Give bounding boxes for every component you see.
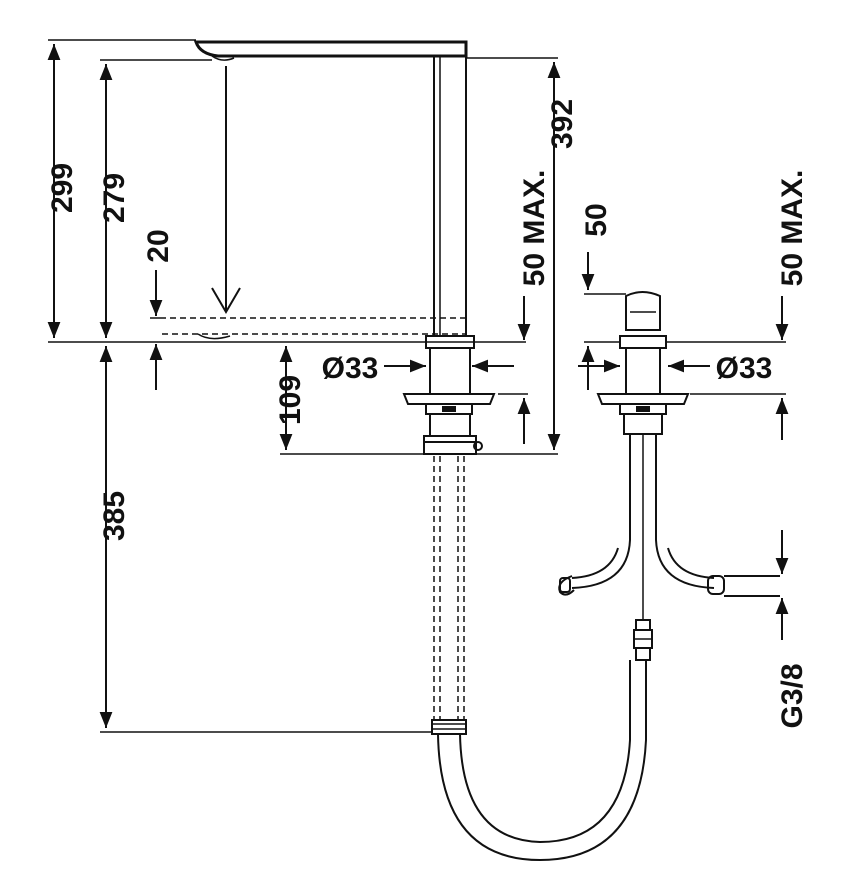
dim-diameter-33-right: Ø33: [716, 352, 773, 385]
dim-thread-g3-8: G3/8: [776, 663, 809, 728]
dim-392: 392: [546, 99, 579, 149]
dim-299: 299: [46, 163, 79, 213]
dimension-lines: [47, 39, 789, 733]
dim-diameter-33-left: Ø33: [322, 352, 379, 385]
dim-279: 279: [98, 173, 131, 223]
dim-109: 109: [274, 375, 307, 425]
dim-50-max-left: 50 MAX.: [518, 170, 551, 287]
dim-20: 20: [142, 229, 175, 262]
dim-50-max-right: 50 MAX.: [776, 170, 809, 287]
dim-385: 385: [98, 491, 131, 541]
front-view-faucet: [558, 291, 780, 661]
side-view-faucet: [160, 40, 647, 862]
dim-50: 50: [580, 203, 613, 236]
dimension-labels: 299 279 20 385 109 392 50 MAX. 50 50 MAX…: [46, 99, 809, 729]
